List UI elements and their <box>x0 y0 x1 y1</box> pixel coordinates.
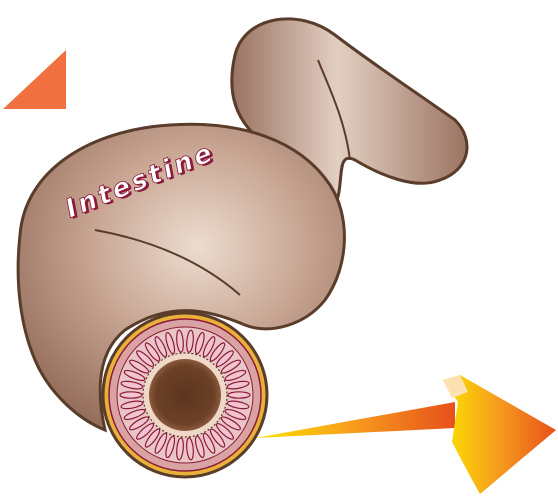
villus <box>120 392 142 398</box>
arrow-shaft <box>255 402 455 438</box>
lumen <box>149 359 221 431</box>
corner-triangle-icon <box>3 50 66 109</box>
villus <box>228 392 250 398</box>
intestine-cross-section <box>103 313 267 477</box>
orange-arrow-icon <box>255 375 556 494</box>
